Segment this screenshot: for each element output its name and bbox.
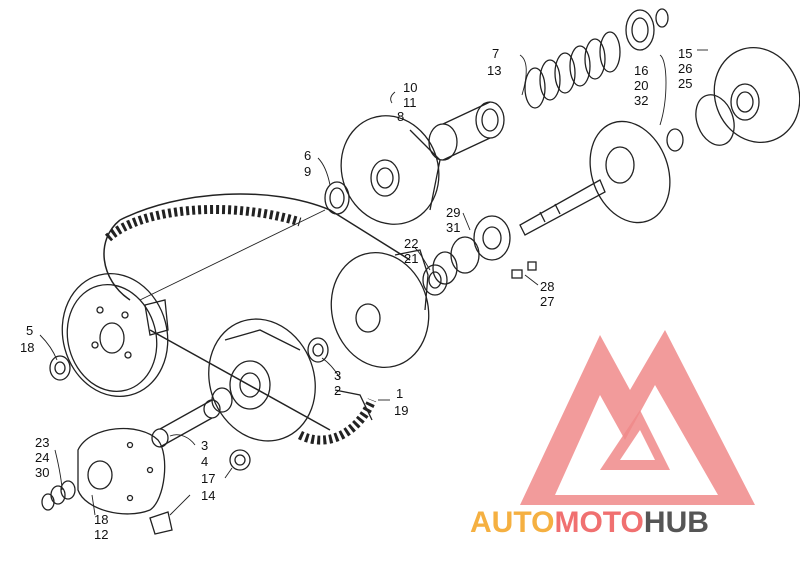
callout-32: 32 xyxy=(634,93,648,108)
callout-18-upper: 18 xyxy=(20,340,34,355)
callout-30: 30 xyxy=(35,465,49,480)
callout-2: 2 xyxy=(334,383,341,398)
callout-10: 10 xyxy=(403,80,417,95)
callout-17: 17 xyxy=(201,471,215,486)
watermark-logo xyxy=(520,330,755,505)
callout-9: 9 xyxy=(304,164,311,179)
washer-15 xyxy=(625,8,669,51)
callout-21: 21 xyxy=(404,251,418,266)
weight-14 xyxy=(149,511,173,535)
fixed-sheave-shaft xyxy=(519,120,684,236)
bushing-8 xyxy=(428,101,505,161)
watermark-hub: HUB xyxy=(644,506,709,539)
callout-5: 5 xyxy=(26,323,33,338)
spring xyxy=(524,31,621,109)
callout-23: 23 xyxy=(35,435,49,450)
callout-25: 25 xyxy=(678,76,692,91)
callout-22: 22 xyxy=(404,236,418,251)
callout-7: 7 xyxy=(492,46,499,61)
callout-14: 14 xyxy=(201,488,215,503)
drive-belt xyxy=(103,193,411,445)
callout-26: 26 xyxy=(678,61,692,76)
washer-9 xyxy=(324,181,350,215)
callout-11: 11 xyxy=(403,95,417,110)
callout-labels: 10 11 8 7 13 15 26 25 16 20 32 6 9 29 31… xyxy=(20,46,692,542)
drive-clutch-sheave xyxy=(330,249,430,421)
callout-3-upper: 3 xyxy=(334,368,341,383)
callout-31: 31 xyxy=(446,220,460,235)
callout-16: 16 xyxy=(634,63,648,78)
pin-4 xyxy=(151,399,221,448)
callout-27: 27 xyxy=(540,294,554,309)
bolt-stack xyxy=(41,480,76,511)
callout-19: 19 xyxy=(394,403,408,418)
callout-4: 4 xyxy=(201,454,208,469)
spacer-18 xyxy=(49,355,71,381)
spider-assembly xyxy=(695,47,800,146)
bearing-22 xyxy=(422,251,458,296)
bearing-29 xyxy=(450,215,511,274)
callout-3-lower: 3 xyxy=(201,438,208,453)
callout-1: 1 xyxy=(396,386,403,401)
watermark-auto: AUTO xyxy=(470,506,554,539)
callout-29: 29 xyxy=(446,205,460,220)
callout-15: 15 xyxy=(678,46,692,61)
driven-sheave-left xyxy=(61,272,169,398)
watermark-text: AUTOMOTOHUB xyxy=(470,506,709,539)
callout-28: 28 xyxy=(540,279,554,294)
leader-lines xyxy=(39,49,708,516)
callout-12: 12 xyxy=(94,527,108,542)
cap-17 xyxy=(229,449,251,471)
nut-28 xyxy=(511,261,537,279)
callout-18-lower: 18 xyxy=(94,512,108,527)
watermark-moto: MOTO xyxy=(554,506,643,539)
clutch-housing xyxy=(208,318,316,442)
callout-20: 20 xyxy=(634,78,648,93)
callout-8: 8 xyxy=(397,109,404,124)
moveable-sheave xyxy=(340,115,441,225)
callout-24: 24 xyxy=(35,450,49,465)
callout-13: 13 xyxy=(487,63,501,78)
cover-plate xyxy=(77,427,166,515)
callout-6: 6 xyxy=(304,148,311,163)
spacer-2 xyxy=(307,337,329,363)
